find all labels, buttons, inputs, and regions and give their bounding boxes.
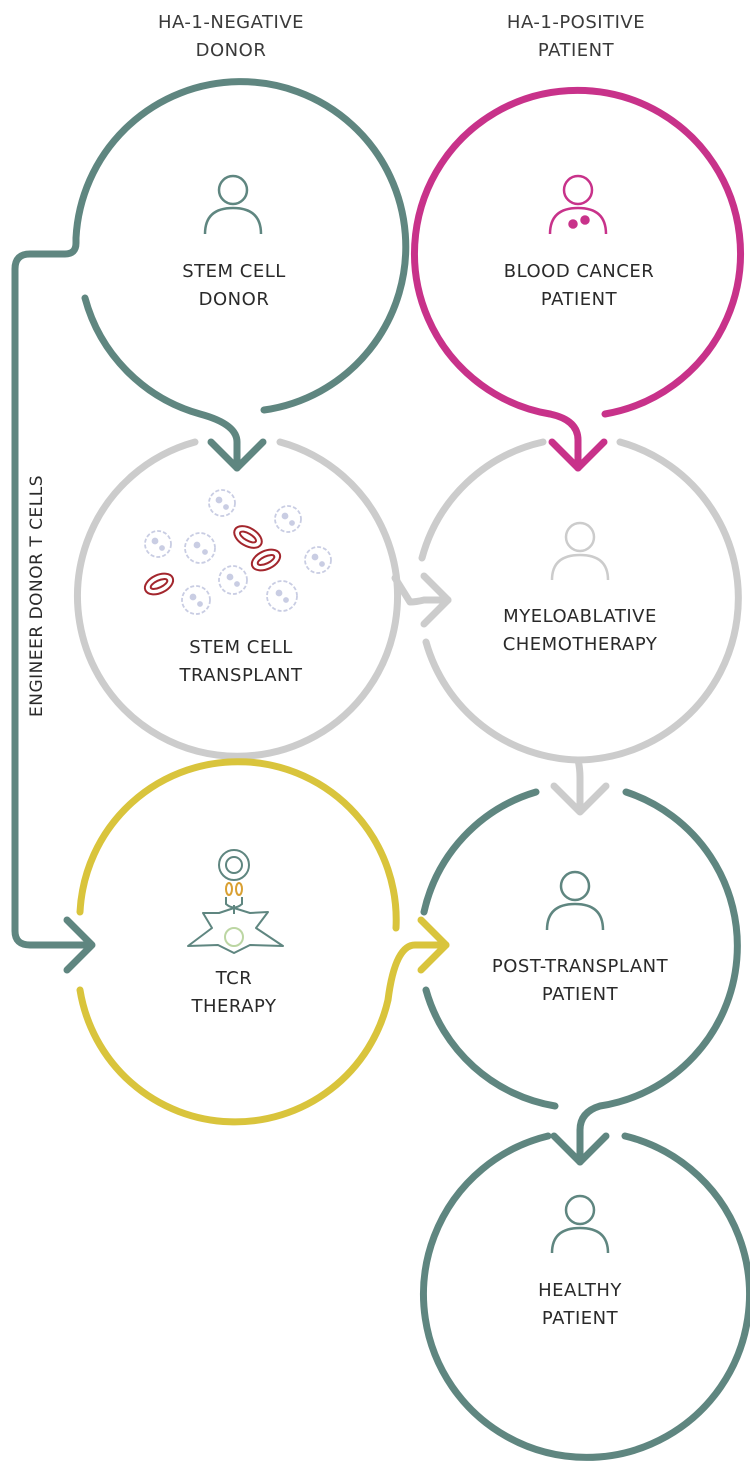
stem-cell-donor-label-line1: STEM CELL [182, 261, 286, 282]
stem-cell-transplant-label-line2: TRANSPLANT [179, 665, 303, 686]
healthy-patient-label: HEALTHY PATIENT [480, 1277, 680, 1333]
donor-person-icon [203, 174, 263, 235]
stem-cell-icon [218, 565, 248, 595]
patient-to-chemo-connector [546, 410, 582, 472]
stem-cell-icon [274, 505, 302, 533]
patient-header-line2: PATIENT [537, 40, 615, 61]
engineer-arrowhead [63, 916, 96, 974]
red-blood-cell-icon [250, 548, 282, 572]
myeloablative-chemotherapy-label: MYELOABLATIVE CHEMOTHERAPY [465, 603, 695, 659]
stem-cell-icon [144, 530, 172, 558]
chemo-person-icon [550, 521, 610, 581]
chemotherapy-circle-lower [422, 638, 582, 764]
red-blood-cell-icon [233, 525, 263, 549]
donor-to-transplant-arrowhead [207, 438, 267, 472]
post-transplant-patient-label-line2: PATIENT [541, 984, 619, 1005]
post-transplant-patient-label-line1: POST-TRANSPLANT [491, 956, 669, 977]
post-transplant-circle-right [576, 788, 741, 1166]
tcr-therapy-label: TCR THERAPY [134, 965, 334, 1021]
stem-cell-icon [266, 580, 298, 612]
tcr-therapy-label-line2: THERAPY [191, 996, 277, 1017]
healthy-patient-label-line2: PATIENT [541, 1308, 619, 1329]
post-transplant-patient-label: POST-TRANSPLANT PATIENT [460, 953, 700, 1009]
stem-cell-transplant-label-line1: STEM CELL [189, 637, 293, 658]
patient-person-icon [548, 174, 608, 235]
red-blood-cells-icon [143, 525, 282, 596]
red-blood-cell-icon [143, 572, 175, 596]
tcr-to-post-arrowhead [417, 916, 450, 974]
healthy-person-icon [550, 1194, 610, 1254]
stem-cell-donor-label: STEM CELL DONOR [134, 258, 334, 314]
stem-cells-icon [144, 489, 332, 615]
post-transplant-person-icon [545, 870, 605, 931]
stem-cell-icon [208, 489, 236, 517]
healthy-patient-label-line1: HEALTHY [538, 1280, 622, 1301]
blood-cancer-patient-label-line1: BLOOD CANCER [503, 261, 655, 282]
blood-cancer-patient-label-line2: PATIENT [540, 289, 618, 310]
donor-column-header: HA-1-NEGATIVE DONOR [131, 9, 331, 65]
patient-column-header: HA-1-POSITIVE PATIENT [476, 9, 676, 65]
stem-cell-transplant-label: STEM CELL TRANSPLANT [131, 634, 351, 690]
transplant-to-chemo-arrowhead [420, 572, 452, 628]
donor-header-line2: DONOR [195, 40, 267, 61]
tcr-therapy-circle-upper [76, 758, 400, 932]
myeloablative-chemotherapy-label-line2: CHEMOTHERAPY [502, 634, 658, 655]
blood-cancer-patient-circle [411, 86, 744, 418]
stem-cell-icon [184, 532, 216, 564]
stem-cell-donor-label-line2: DONOR [198, 289, 270, 310]
chemo-to-post-arrowhead [550, 782, 610, 816]
post-transplant-circle-left [420, 788, 540, 916]
engineer-donor-t-cells-label: ENGINEER DONOR T CELLS [27, 475, 47, 717]
stem-cell-transplant-circle [74, 438, 401, 760]
stem-cell-icon [181, 585, 211, 615]
tcr-therapy-circle-lower [76, 941, 450, 1126]
post-to-healthy-arrowhead [550, 1132, 610, 1166]
donor-header-line1: HA-1-NEGATIVE [157, 12, 305, 33]
transplant-to-chemo-connector [391, 574, 452, 606]
patient-header-line1: HA-1-POSITIVE [506, 12, 646, 33]
myeloablative-chemotherapy-label-line1: MYELOABLATIVE [503, 606, 657, 627]
post-transplant-circle-lower [422, 986, 559, 1110]
stem-cell-donor-circle [11, 78, 410, 949]
healthy-patient-circle [420, 1132, 750, 1461]
stem-cell-icon [304, 546, 332, 574]
tcr-therapy-label-line1: TCR [215, 968, 253, 989]
tcr-cell-icon [187, 849, 284, 954]
chemotherapy-circle-left [418, 438, 547, 562]
stem-cell-donor-circle-lower [81, 294, 241, 472]
blood-cancer-patient-label: BLOOD CANCER PATIENT [469, 258, 689, 314]
patient-to-chemo-arrowhead [548, 438, 608, 472]
